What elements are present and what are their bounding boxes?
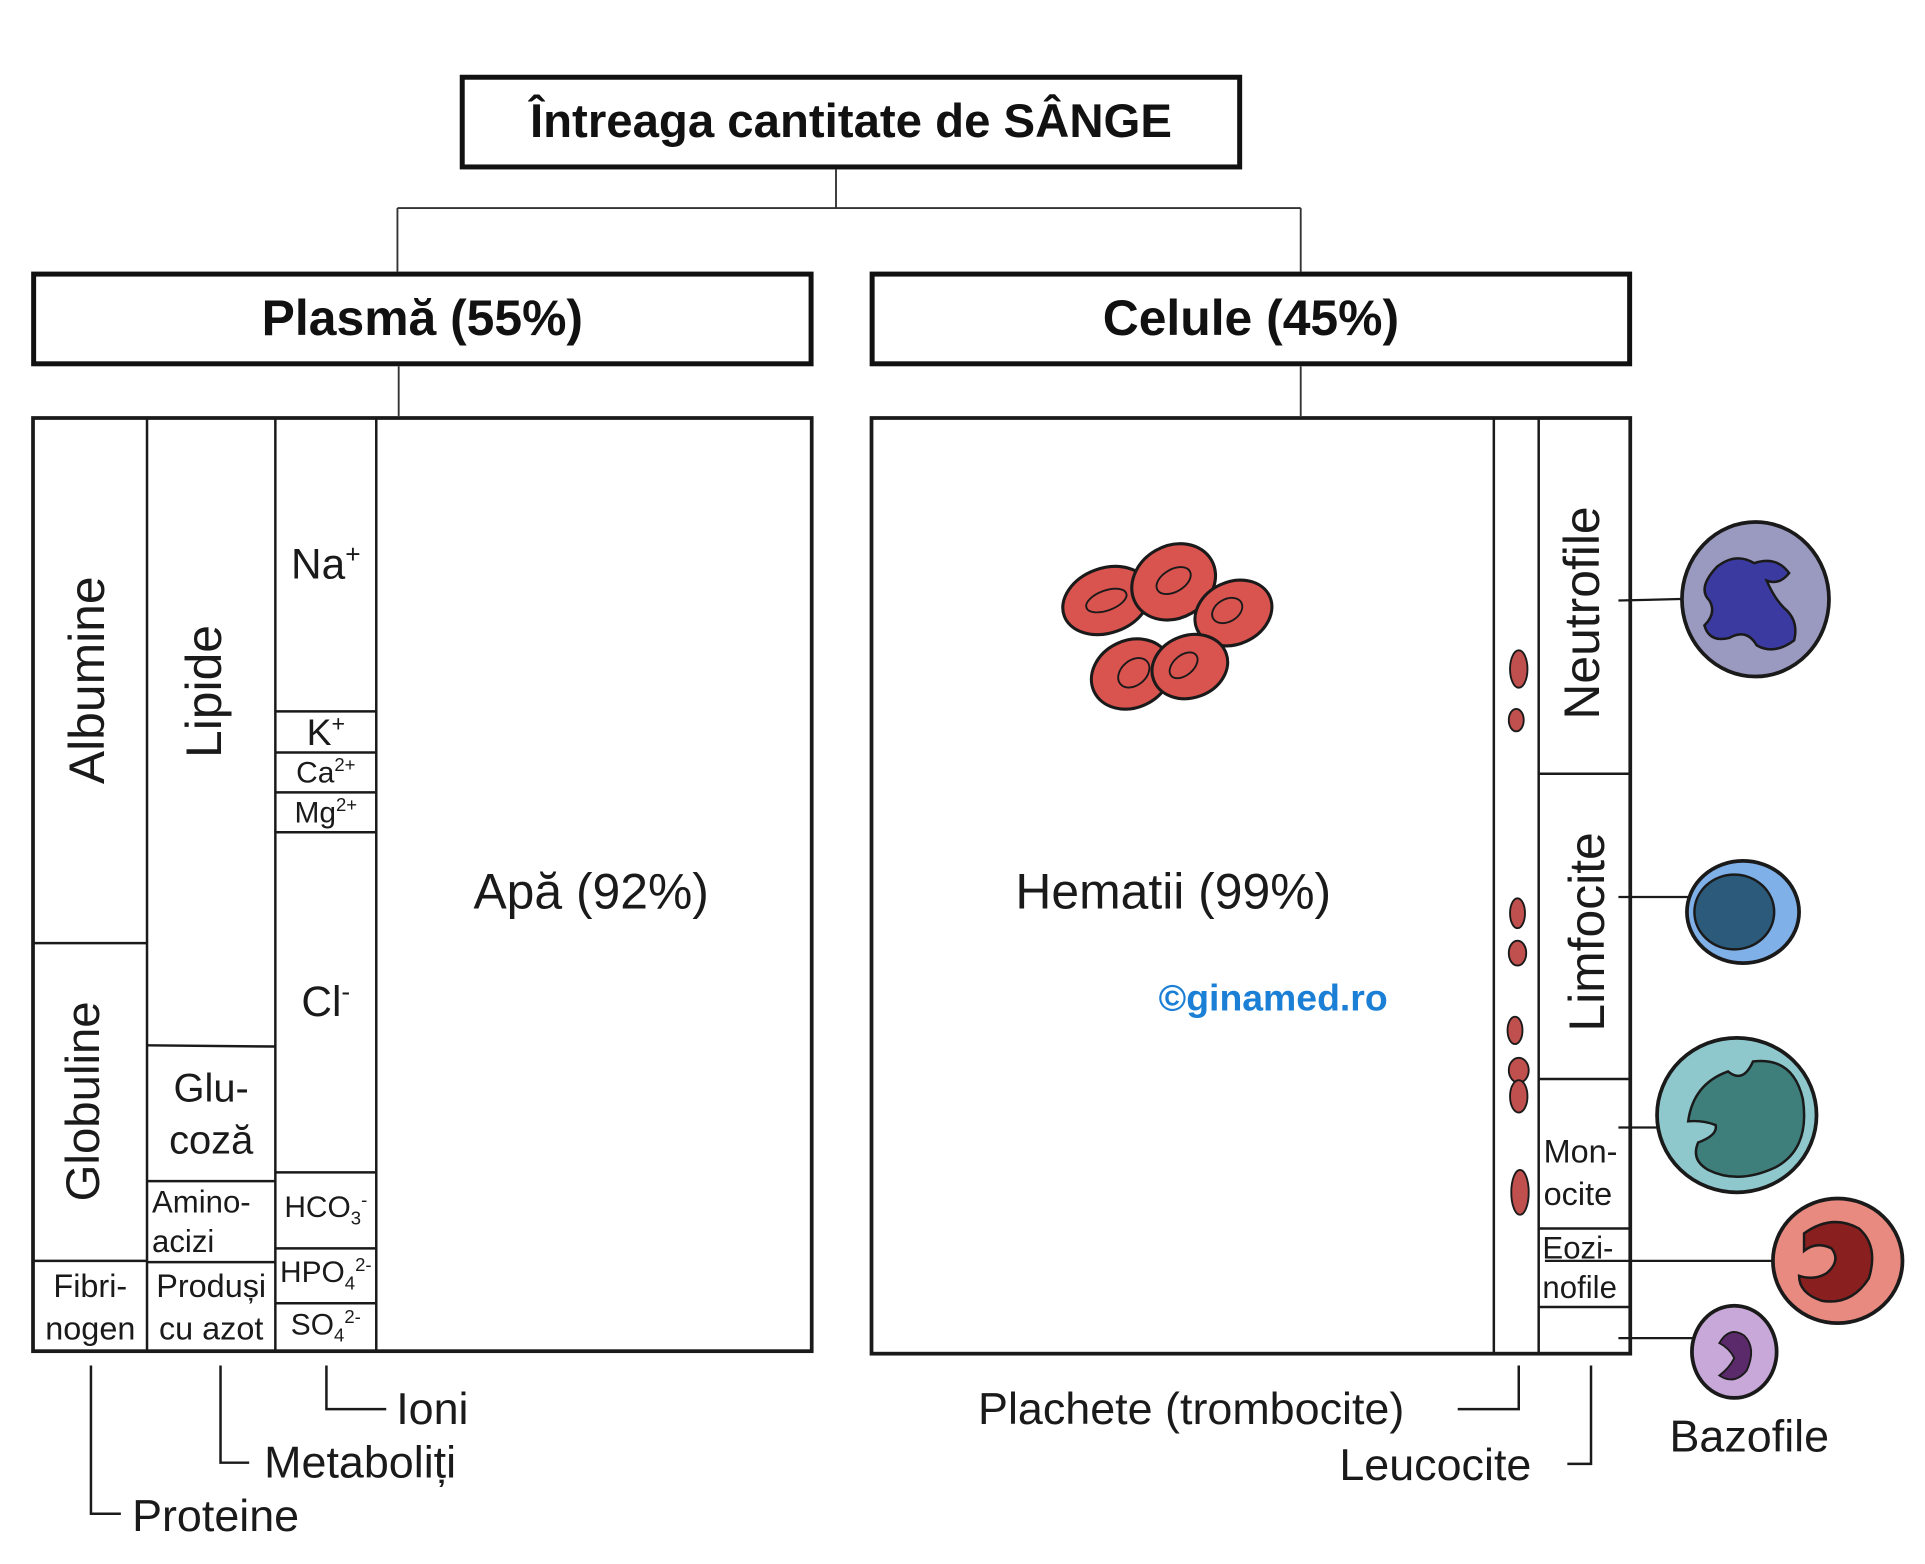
bazofile-label: Bazofile [1669, 1410, 1830, 1462]
basophil-icon [1690, 1303, 1779, 1400]
so4-cell: SO42- [275, 1303, 376, 1352]
so4-label: SO42- [290, 1307, 361, 1347]
mg-label: Mg2+ [294, 795, 358, 830]
diagram-title-text: Întreaga cantitate de SÂNGE [529, 95, 1172, 148]
na-cell: Na+ [275, 419, 376, 712]
cells-block [869, 416, 1633, 1356]
lymphocyte-icon [1685, 859, 1801, 965]
fibrinogen-cell: Fibri- nogen [34, 1262, 147, 1352]
monocite-cell: Mon- ocite [1540, 1129, 1630, 1216]
ca-cell: Ca2+ [275, 753, 376, 793]
apa-label: Apă (92%) [473, 864, 709, 920]
neutrophil-icon [1680, 520, 1831, 679]
produsi-azot-label: Produși cu azot [156, 1267, 267, 1347]
plasma-header: Plasmă (55%) [31, 271, 814, 367]
produsi-azot-cell: Produși cu azot [147, 1262, 275, 1352]
eozinofile-cell: Eozi- nofile [1540, 1228, 1630, 1306]
aminoacizi-label: Amino- acizi [151, 1184, 251, 1259]
cells-header: Celule (45%) [869, 271, 1633, 367]
metaboliti-label: Metaboliți [264, 1436, 457, 1488]
k-cell: K+ [275, 711, 376, 752]
cells-header-text: Celule (45%) [1102, 290, 1400, 346]
cl-label: Cl- [301, 977, 351, 1026]
leucocite-label: Leucocite [1339, 1439, 1532, 1491]
mg-cell: Mg2+ [275, 792, 376, 832]
proteine-label: Proteine [132, 1490, 300, 1542]
plasma-header-text: Plasmă (55%) [261, 290, 584, 346]
eosinophil-icon [1771, 1196, 1905, 1326]
monocyte-icon [1655, 1035, 1819, 1195]
ca-label: Ca2+ [296, 755, 356, 790]
fibrinogen-label: Fibri- nogen [45, 1267, 136, 1347]
glucoza-cell: Glu- coză [147, 1047, 275, 1182]
ioni-label: Ioni [396, 1382, 469, 1435]
plasma-block [31, 416, 814, 1354]
k-label: K+ [306, 709, 346, 754]
diagram-title: Întreaga cantitate de SÂNGE [459, 74, 1243, 170]
eozinofile-label: Eozi- nofile [1542, 1230, 1617, 1306]
hco3-cell: HCO3- [275, 1172, 376, 1248]
na-label: Na+ [291, 540, 361, 589]
hematii-label: Hematii (99%) [1015, 864, 1332, 920]
watermark: ©ginamed.ro [1158, 978, 1388, 1020]
hpo4-label: HPO42- [279, 1256, 372, 1295]
hpo4-cell: HPO42- [275, 1248, 376, 1303]
hco3-label: HCO3- [284, 1190, 368, 1230]
aminoacizi-cell: Amino- acizi [147, 1181, 275, 1262]
monocite-label: Mon- ocite [1543, 1132, 1618, 1213]
plachete-label: Plachete (trombocite) [978, 1382, 1405, 1435]
cl-cell: Cl- [275, 832, 376, 1172]
glucoza-label: Glu- coză [169, 1065, 254, 1163]
